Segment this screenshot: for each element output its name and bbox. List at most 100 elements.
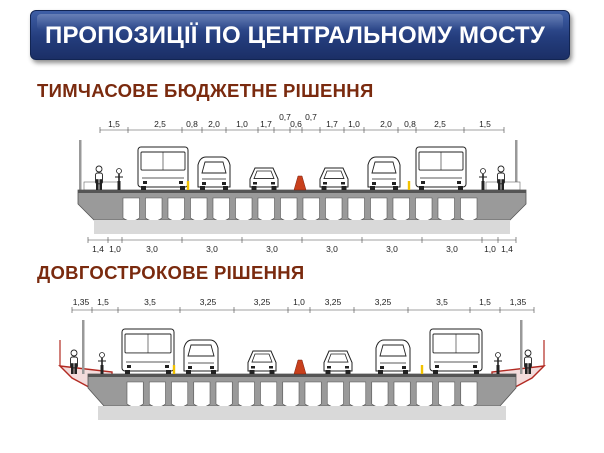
top-dimension-label: 1,5 [97, 297, 109, 307]
bridge-cross-section-long-term: 1,35 1,5 3,5 3,25 3,25 1,0 3,25 3,25 3,5 1,5 1,35 [58, 297, 546, 420]
lane-marker [186, 181, 190, 190]
page-title: ПРОПОЗИЦІЇ ПО ЦЕНТРАЛЬНОМУ МОСТУ [45, 22, 546, 49]
deck-surface [88, 374, 516, 377]
bottom-dimension-label: 1,0 [109, 244, 121, 254]
top-dimension-label: 3,5 [144, 297, 156, 307]
girder-cell [282, 381, 300, 408]
top-dimension-label: 2,5 [154, 119, 166, 129]
top-dimension-label: 1,7 [260, 119, 272, 129]
girder-cell [347, 197, 365, 222]
girder-cell [280, 197, 298, 222]
cyclist-icon [494, 352, 502, 374]
girder-cell [392, 197, 410, 222]
girder-cell [437, 197, 455, 222]
van-icon [183, 339, 219, 374]
girder-cell [415, 381, 433, 408]
bottom-dimension-label: 1,0 [484, 244, 496, 254]
car-icon [249, 167, 279, 190]
van-icon [375, 339, 411, 374]
pedestrian-icon [524, 349, 532, 374]
car-icon [323, 350, 353, 374]
traffic-cone-icon [293, 175, 307, 191]
girder-cell [460, 381, 478, 408]
girder-cell [257, 197, 275, 222]
title-banner: ПРОПОЗИЦІЇ ПО ЦЕНТРАЛЬНОМУ МОСТУ [30, 10, 570, 60]
girder-cell [393, 381, 411, 408]
lamp-pole-right [520, 320, 523, 374]
top-dimension-label: 3,25 [200, 297, 217, 307]
lane-marker [407, 181, 411, 190]
top-dimension-label: 3,25 [325, 297, 342, 307]
girder-cell [167, 197, 185, 222]
deck-surface [78, 190, 526, 193]
girder-cell [126, 381, 144, 408]
cyclist-icon [98, 352, 106, 374]
bottom-dimension-label: 3,0 [266, 244, 278, 254]
lamp-pole-left [82, 320, 85, 374]
top-dimension-label: 1,35 [73, 297, 90, 307]
van-icon [197, 156, 231, 190]
top-dimension-label: 1,0 [236, 119, 248, 129]
cyclist-icon [115, 168, 123, 190]
girder-cell [460, 197, 478, 222]
top-dimension-label: 1,7 [326, 119, 338, 129]
lane-marker [420, 365, 424, 374]
bottom-dimension-label: 3,0 [326, 244, 338, 254]
girder-cell [148, 381, 166, 408]
bottom-dimension-label: 3,0 [386, 244, 398, 254]
car-icon [319, 167, 349, 190]
bus-icon [429, 328, 483, 374]
girder-cell [326, 381, 344, 408]
girder-cell [145, 197, 163, 222]
girder-cell [235, 197, 253, 222]
girder-cell [193, 381, 211, 408]
top-dimension-label: 1,5 [479, 297, 491, 307]
top-dimension-label: 3,25 [375, 297, 392, 307]
pedestrian-icon [95, 165, 103, 190]
bridge-cross-section-temporary: 1,5 2,5 0,8 2,0 1,0 1,7 0,70,60,7 1,7 1,0 2,0 0,8 2… [77, 112, 527, 254]
girder-cell [260, 381, 278, 408]
top-dimension-label: 1,5 [108, 119, 120, 129]
girder-cell [215, 381, 233, 408]
cyclist-icon [479, 168, 487, 190]
top-dimension-label: 0,7 [305, 112, 317, 122]
top-dimension-label: 2,5 [434, 119, 446, 129]
van-icon [367, 156, 401, 190]
top-dimension-label: 1,5 [479, 119, 491, 129]
top-dimension-label: 1,0 [348, 119, 360, 129]
deck-underside-shade [94, 220, 510, 234]
top-dimension-label: 0,8 [186, 119, 198, 129]
car-icon [247, 350, 277, 374]
girder-cell [212, 197, 230, 222]
top-dimension-label: 2,0 [380, 119, 392, 129]
top-dimension-label: 1,35 [510, 297, 527, 307]
bus-icon [121, 328, 175, 374]
girder-cell [237, 381, 255, 408]
bus-icon [415, 146, 467, 190]
top-dimension-label: 0,8 [404, 119, 416, 129]
girder-cell [190, 197, 208, 222]
girder-cell [302, 197, 320, 222]
top-dimension-label: 0,6 [290, 119, 302, 129]
pedestrian-icon [497, 165, 505, 190]
section-title-temporary: ТИМЧАСОВЕ БЮДЖЕТНЕ РІШЕННЯ [37, 80, 374, 101]
bottom-dimension-label: 1,4 [501, 244, 513, 254]
top-dimension-label: 1,0 [293, 297, 305, 307]
pedestrian-icon [70, 349, 78, 374]
bottom-dimension-label: 3,0 [146, 244, 158, 254]
girder-cell [171, 381, 189, 408]
girder-cell [438, 381, 456, 408]
bottom-dimension-label: 1,4 [92, 244, 104, 254]
top-dimension-label: 2,0 [208, 119, 220, 129]
girder-cell [415, 197, 433, 222]
top-dimension-label: 3,5 [436, 297, 448, 307]
girder-cell [304, 381, 322, 408]
girder-cell [370, 197, 388, 222]
bus-icon [137, 146, 189, 190]
top-dimension-label: 3,25 [254, 297, 271, 307]
section-title-long-term: ДОВГОСТРОКОВЕ РІШЕННЯ [37, 262, 305, 283]
lamp-pole-right [515, 140, 518, 190]
bottom-dimension-label: 3,0 [206, 244, 218, 254]
top-dimension-label: 0,7 [279, 112, 291, 122]
girder-cell [325, 197, 343, 222]
